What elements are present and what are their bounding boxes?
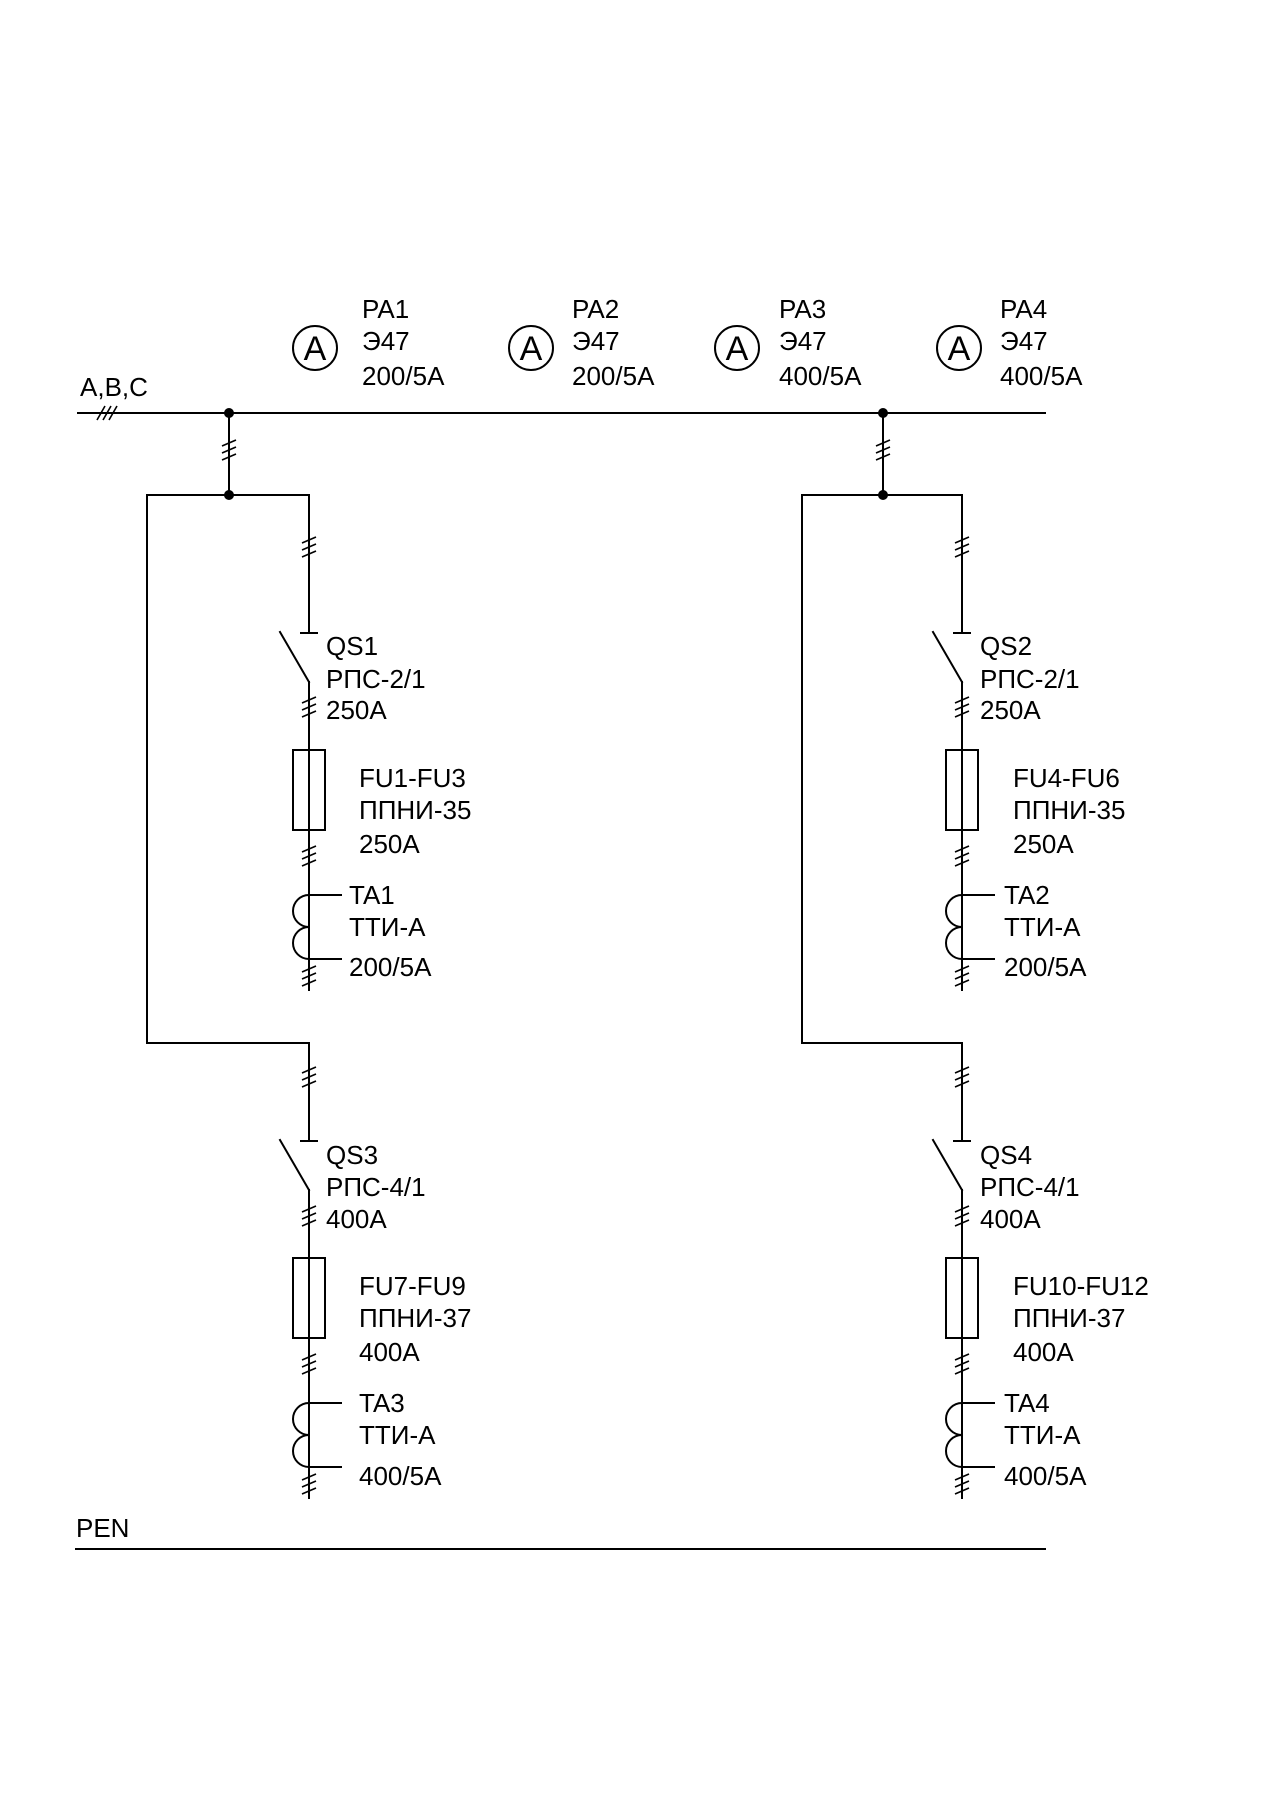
switch-rating: 250A (326, 695, 387, 725)
fuse-id: FU10-FU12 (1013, 1271, 1149, 1301)
fuse-rating: 400A (359, 1337, 420, 1367)
fuse-id: FU4-FU6 (1013, 763, 1120, 793)
fuse-rating: 250A (359, 829, 420, 859)
meter-rating: 400/5A (1000, 361, 1083, 391)
ammeter-icon (508, 325, 554, 371)
feeder-group-right (801, 408, 963, 1044)
ammeter-symbol: A (304, 330, 327, 368)
meter-id: PA1 (362, 294, 409, 324)
branch-qs2: QS2 РПС-2/1 250A FU4-FU6 ППНИ-35 250A TA… (931, 494, 1125, 991)
fuse-type: ППНИ-37 (359, 1303, 471, 1333)
disconnect-switch-icon (278, 630, 311, 684)
ammeter-pa4: A PA4 Э47 400/5A (936, 294, 1083, 391)
switch-rating: 250A (980, 695, 1041, 725)
fuse-type: ППНИ-35 (1013, 795, 1125, 825)
feeder-group-left (146, 408, 310, 1044)
meter-id: PA4 (1000, 294, 1047, 324)
transformer-rating: 200/5A (1004, 952, 1087, 982)
transformer-rating: 200/5A (349, 952, 432, 982)
transformer-id: TA2 (1004, 880, 1050, 910)
switch-rating: 400A (326, 1204, 387, 1234)
meter-type: Э47 (779, 326, 827, 356)
ammeter-pa1: A PA1 Э47 200/5A (292, 294, 445, 391)
branch-qs3: QS3 РПС-4/1 400A FU7-FU9 ППНИ-37 400A TA… (278, 1042, 471, 1499)
current-transformer-icon (292, 1402, 310, 1468)
phase-bus: A,B,C (77, 372, 1046, 421)
meter-rating: 200/5A (572, 361, 655, 391)
transformer-id: TA4 (1004, 1388, 1050, 1418)
transformer-rating: 400/5A (359, 1461, 442, 1491)
meter-type: Э47 (572, 326, 620, 356)
current-transformer-icon (945, 894, 963, 960)
switch-id: QS1 (326, 631, 378, 661)
disconnect-switch-icon (931, 630, 964, 684)
disconnect-switch-icon (931, 1138, 964, 1192)
transformer-id: TA1 (349, 880, 395, 910)
fuse-rating: 250A (1013, 829, 1074, 859)
ammeter-icon (936, 325, 982, 371)
meter-type: Э47 (362, 326, 410, 356)
meter-type: Э47 (1000, 326, 1048, 356)
transformer-type: ТТИ-А (1004, 1420, 1081, 1450)
transformer-rating: 400/5A (1004, 1461, 1087, 1491)
phase-bus-label: A,B,C (80, 372, 148, 402)
ammeter-symbol: A (726, 330, 749, 368)
fuse-rating: 400A (1013, 1337, 1074, 1367)
ammeter-pa3: A PA3 Э47 400/5A (714, 294, 862, 391)
fuse-type: ППНИ-35 (359, 795, 471, 825)
transformer-type: ТТИ-А (349, 912, 426, 942)
transformer-type: ТТИ-А (1004, 912, 1081, 942)
disconnect-switch-icon (278, 1138, 311, 1192)
current-transformer-icon (945, 1402, 963, 1468)
current-transformer-icon (292, 894, 310, 960)
switch-type: РПС-2/1 (326, 664, 426, 694)
branch-qs4: QS4 РПС-4/1 400A FU10-FU12 ППНИ-37 400A … (931, 1042, 1149, 1499)
fuse-type: ППНИ-37 (1013, 1303, 1125, 1333)
switch-type: РПС-4/1 (980, 1172, 1080, 1202)
pen-bus-label: PEN (76, 1513, 129, 1543)
transformer-type: ТТИ-А (359, 1420, 436, 1450)
ammeter-icon (292, 325, 338, 371)
switch-id: QS2 (980, 631, 1032, 661)
switch-type: РПС-2/1 (980, 664, 1080, 694)
pen-bus: PEN (75, 1513, 1046, 1550)
meter-rating: 200/5A (362, 361, 445, 391)
meter-id: PA2 (572, 294, 619, 324)
ammeter-icon (714, 325, 760, 371)
switch-id: QS4 (980, 1140, 1032, 1170)
ammeter-symbol: A (948, 330, 971, 368)
branch-qs1: QS1 РПС-2/1 250A FU1-FU3 ППНИ-35 250A TA… (278, 494, 471, 991)
fuse-id: FU1-FU3 (359, 763, 466, 793)
transformer-id: TA3 (359, 1388, 405, 1418)
switch-type: РПС-4/1 (326, 1172, 426, 1202)
switch-id: QS3 (326, 1140, 378, 1170)
ammeter-symbol: A (520, 330, 543, 368)
switch-rating: 400A (980, 1204, 1041, 1234)
meter-rating: 400/5A (779, 361, 862, 391)
meter-id: PA3 (779, 294, 826, 324)
fuse-id: FU7-FU9 (359, 1271, 466, 1301)
ammeter-pa2: A PA2 Э47 200/5A (508, 294, 655, 391)
